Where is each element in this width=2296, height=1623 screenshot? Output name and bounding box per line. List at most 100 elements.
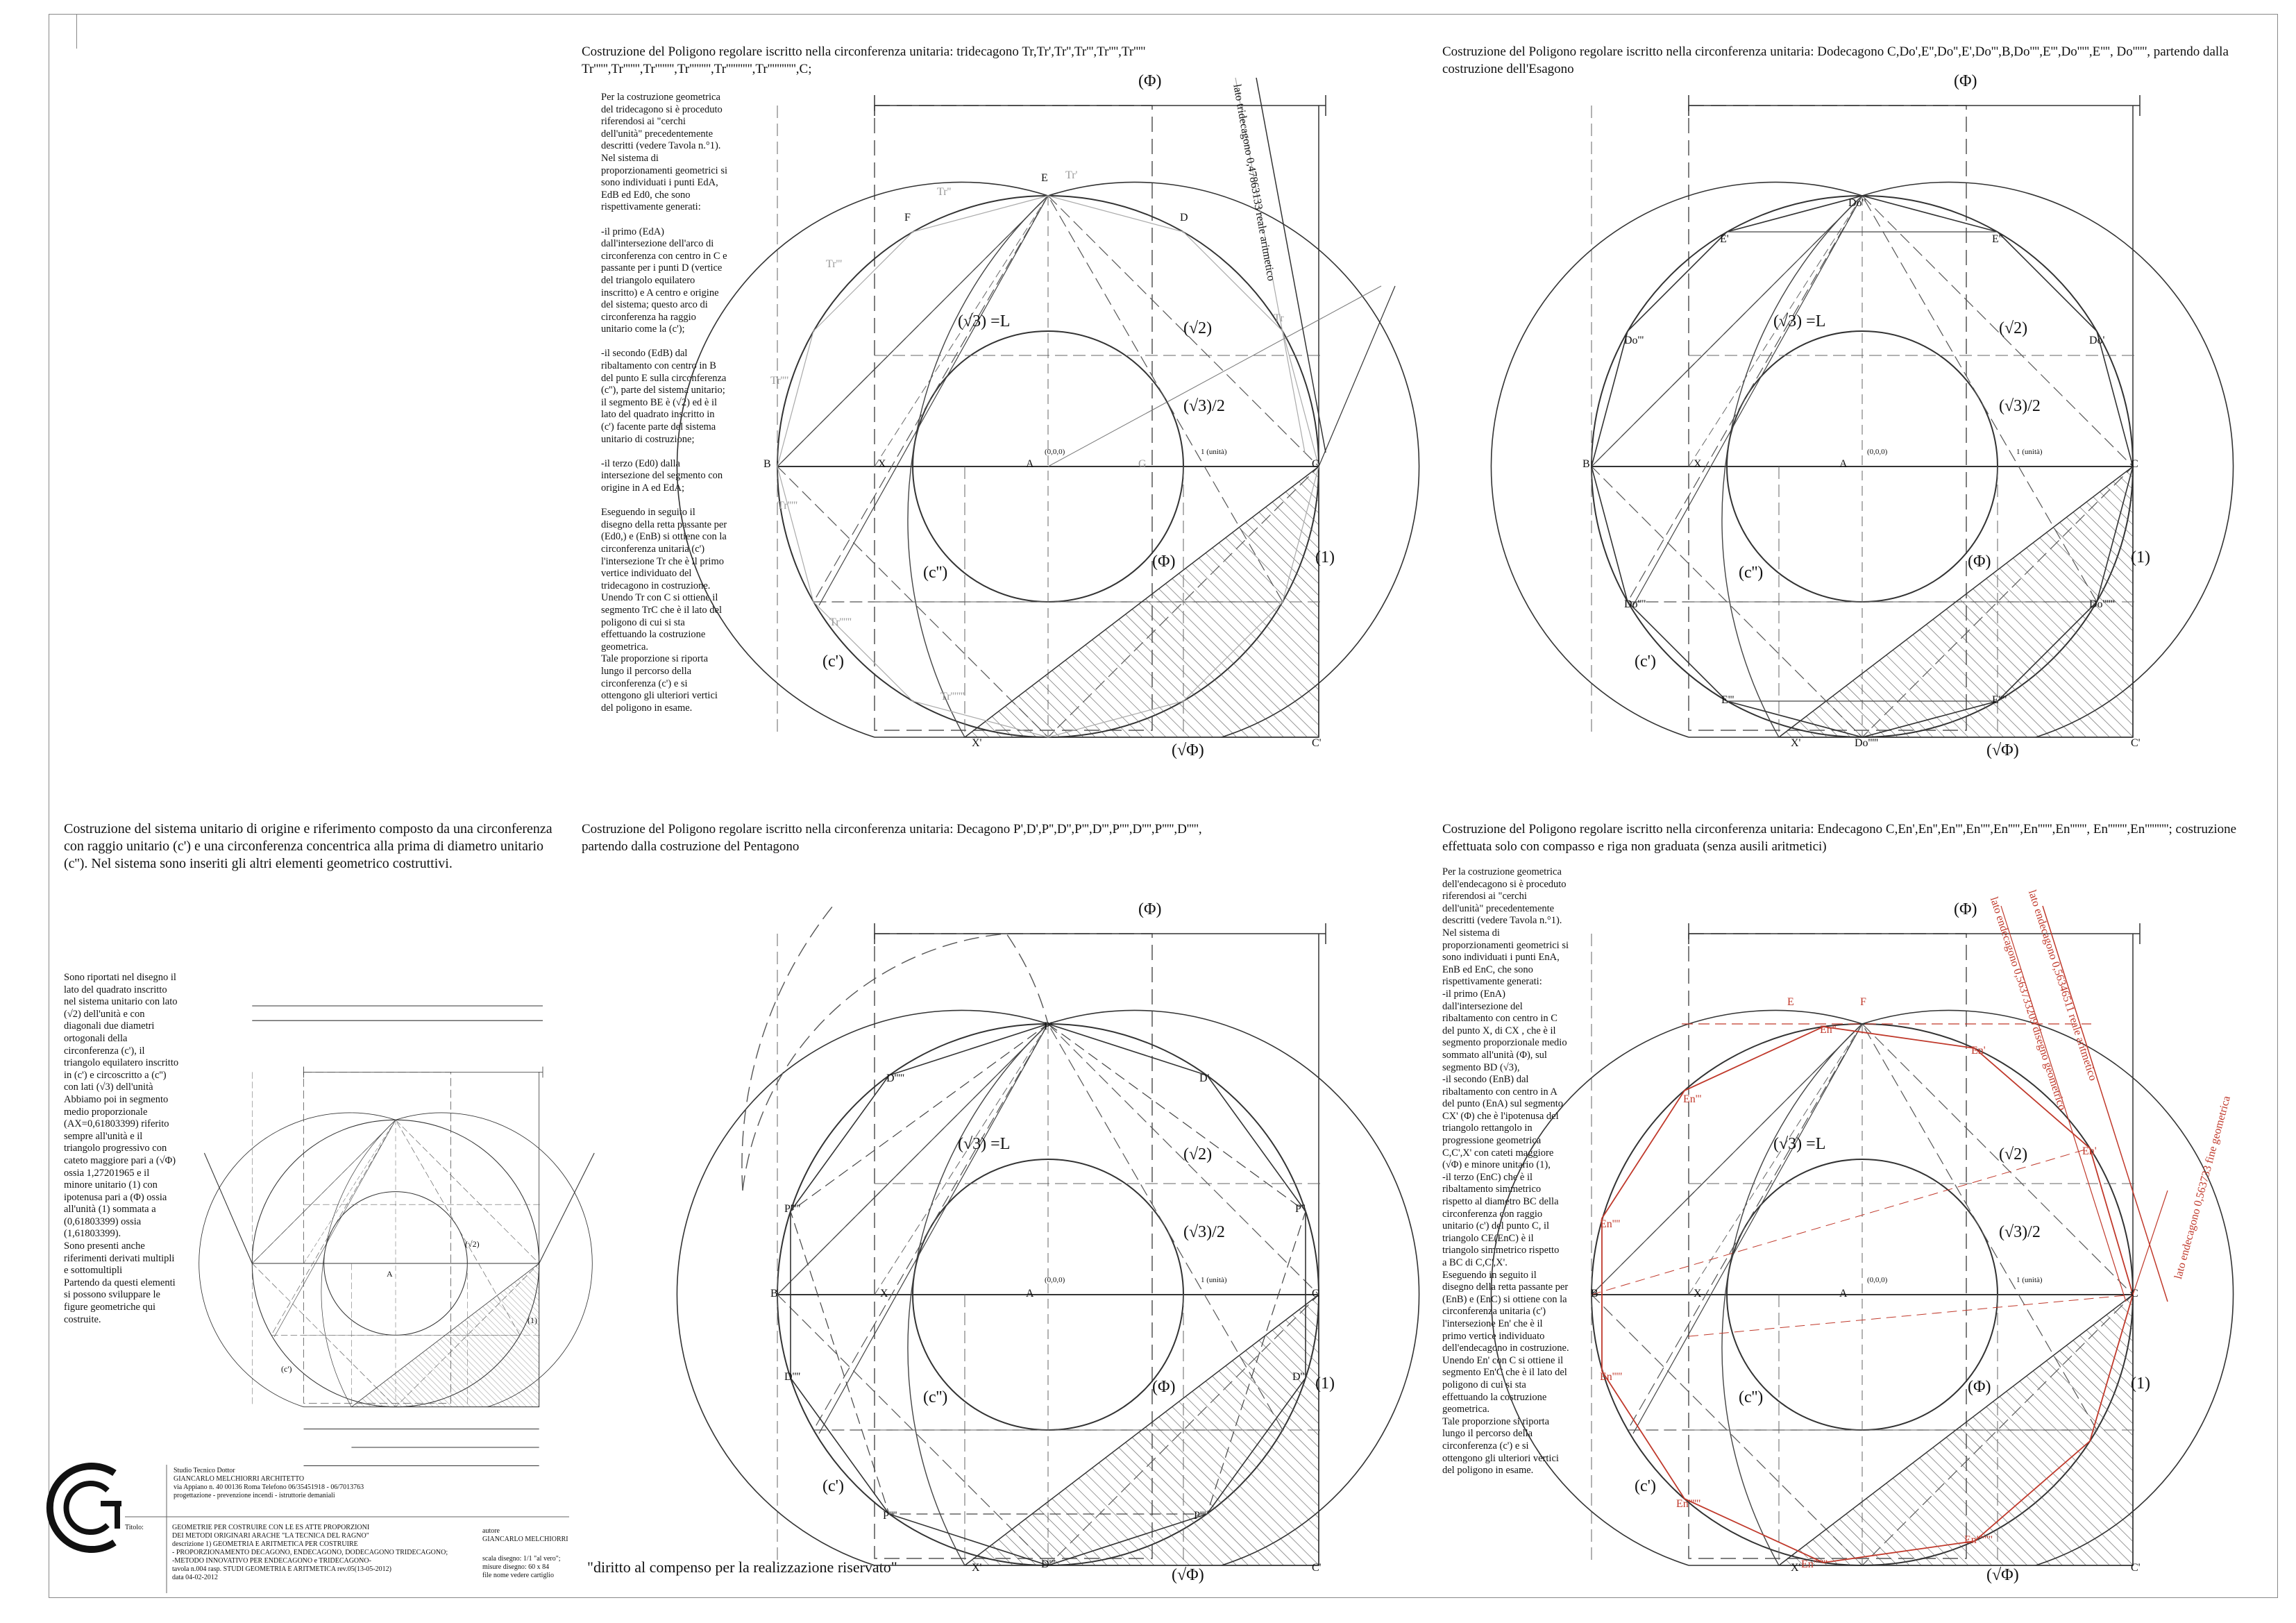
label-En1-b: En'	[1971, 1045, 1986, 1057]
label-one-top2: (1)	[2131, 548, 2150, 566]
top-right-title: Costruzione del Poligono regolare iscrit…	[1442, 44, 2229, 76]
autore: autore GIANCARLO MELCHIORRI	[482, 1527, 568, 1543]
label-D5: D'''''	[886, 1073, 904, 1084]
label-Cp-bot1: C'	[1312, 1562, 1322, 1574]
label-G-top1: G	[1138, 458, 1147, 470]
label-Cp-top2: C'	[2131, 737, 2141, 749]
label-Tr4: Tr''''	[770, 375, 789, 387]
label-A-top1: A	[1026, 458, 1034, 470]
label-sqrtphi-bot1: (√Φ)	[1172, 1566, 1204, 1584]
label-origin-top2: (0,0,0)	[1867, 448, 1888, 456]
label-P5: P'''''	[784, 1203, 801, 1215]
label-Xp-bot1: X'	[972, 1562, 982, 1574]
bottom-right-description: Per la costruzione geometrica dell'endec…	[1442, 866, 1569, 1477]
studio-logo	[46, 1463, 121, 1553]
label-E3: E'''	[1721, 694, 1734, 706]
label-c1-top2: (c')	[1635, 653, 1656, 671]
label-phi-mid3: (Φ)	[1152, 1378, 1176, 1396]
label-F-top1: F	[904, 212, 911, 224]
bottom-middle-title: Costruzione del Poligono regolare iscrit…	[582, 822, 1202, 854]
label-Xp-bot2: X'	[1791, 1562, 1801, 1574]
label-phi-top1: (Φ)	[1138, 72, 1162, 90]
label-Do3: Do'''	[1624, 335, 1644, 346]
label-one-top1: (1)	[1315, 548, 1335, 566]
label-sqrt3half-top1: (√3)/2	[1183, 397, 1225, 415]
tridecagon-construction	[676, 77, 1420, 739]
label-En8: En''''''''	[1964, 1534, 1993, 1546]
label-unit-top2: 1 (unità)	[2016, 448, 2043, 456]
studio-info: Studio Tecnico Dottor GIANCARLO MELCHIOR…	[174, 1467, 364, 1499]
label-Tr6: Tr''''''	[829, 616, 852, 628]
bottom-left-description: Sono riportati nel disegno il lato del q…	[64, 972, 179, 1325]
label-B-bot2: B	[1591, 1288, 1598, 1300]
label-one-bot2: (1)	[2131, 1374, 2150, 1393]
label-D1: D'	[1199, 1073, 1210, 1084]
label-origin-bot2: (0,0,0)	[1867, 1276, 1888, 1284]
label-sqrt3-bot2: (√3) =L	[1773, 1135, 1826, 1153]
label-X-top2: X	[1694, 458, 1702, 470]
label-B-top1: B	[763, 458, 771, 470]
label-En4: En''''	[1600, 1218, 1621, 1230]
label-Xp-top1: X'	[972, 737, 982, 749]
scala-info: scala disegno: 1/1 "al vero"; misure dis…	[482, 1555, 561, 1579]
label-A-top2: A	[1839, 458, 1848, 470]
label-En6: En''''''	[1676, 1498, 1701, 1510]
label-origin-bot1: (0,0,0)	[1045, 1276, 1065, 1284]
copyright-quote: "diritto al compenso per la realizzazion…	[587, 1558, 897, 1576]
label-En2: En''	[1820, 1024, 1837, 1036]
label-En7: En'''''''	[1801, 1558, 1827, 1570]
label-En3: En'''	[1683, 1093, 1702, 1105]
bottom-right-title: Costruzione del Poligono regolare iscrit…	[1442, 822, 2237, 854]
label-D2: D''	[1292, 1371, 1305, 1383]
label-sqrt2-small: (√2)	[465, 1239, 480, 1249]
label-phi-mid4: (Φ)	[1968, 1378, 1991, 1396]
label-Do4: Do''''	[1624, 598, 1646, 610]
titolo-label: Titolo:	[125, 1524, 144, 1531]
label-Cp-bot2: C'	[2131, 1562, 2141, 1574]
label-sqrtphi-bot2: (√Φ)	[1986, 1566, 2019, 1584]
label-D3: D'''	[1041, 1558, 1056, 1570]
label-E-top1: E	[1041, 172, 1048, 184]
label-D-top1: D	[1180, 212, 1188, 224]
label-E1: E'	[1720, 233, 1729, 245]
label-c2-bot2: (c'')	[1739, 1388, 1764, 1406]
label-X-bot2: X	[1694, 1288, 1702, 1300]
top-middle-title: Costruzione del Poligono regolare iscrit…	[582, 44, 1146, 76]
label-unit-top1: 1 (unità)	[1201, 448, 1227, 456]
label-c1-small: (c')	[281, 1364, 292, 1374]
label-sqrt3-bot1: (√3) =L	[958, 1135, 1011, 1153]
label-X-top1: X	[878, 458, 886, 470]
label-Do5: Do'''''	[1855, 737, 1878, 749]
label-phi-mid1: (Φ)	[1152, 553, 1176, 571]
label-Tr1: Tr'	[1065, 169, 1078, 181]
label-Tr: Tr	[1274, 312, 1284, 324]
label-sqrtphi-top2: (√Φ)	[1986, 741, 2019, 759]
label-P4: P''''	[883, 1510, 897, 1522]
label-phi-top2: (Φ)	[1954, 72, 1977, 90]
label-phi-bot1: (Φ)	[1138, 900, 1162, 918]
label-C-bot2: C	[2131, 1288, 2138, 1300]
label-A-bot2: A	[1839, 1288, 1848, 1300]
label-Tr5: Tr'''''	[777, 500, 797, 512]
label-C-top1: C	[1312, 458, 1319, 470]
label-En5: En'''''	[1600, 1371, 1623, 1383]
label-Do2: Do''	[1848, 197, 1866, 209]
hendecagon-construction	[1490, 905, 2234, 1566]
label-P2: P''	[1295, 1203, 1306, 1215]
label-unit-bot1: 1 (unità)	[1201, 1276, 1227, 1284]
label-Cp-top1: C'	[1312, 737, 1322, 749]
label-sqrt2-bot1: (√2)	[1183, 1145, 1213, 1163]
label-sqrt3half-bot1: (√3)/2	[1183, 1223, 1225, 1241]
label-X-bot1: X	[880, 1288, 888, 1300]
label-C-top2: C	[2131, 458, 2138, 470]
label-E-bot2: E	[1787, 996, 1794, 1008]
label-one-bot1: (1)	[1315, 1374, 1335, 1393]
label-c1-bot1: (c')	[822, 1477, 844, 1495]
label-sqrt3-top2: (√3) =L	[1773, 312, 1826, 330]
label-unit-bot2: 1 (unità)	[2016, 1276, 2043, 1284]
label-D4: D''''	[784, 1371, 801, 1383]
label-Tr7: Tr'''''''	[940, 691, 965, 703]
label-Tr3: Tr'''	[826, 258, 843, 270]
label-c2-top1: (c'')	[923, 564, 948, 582]
